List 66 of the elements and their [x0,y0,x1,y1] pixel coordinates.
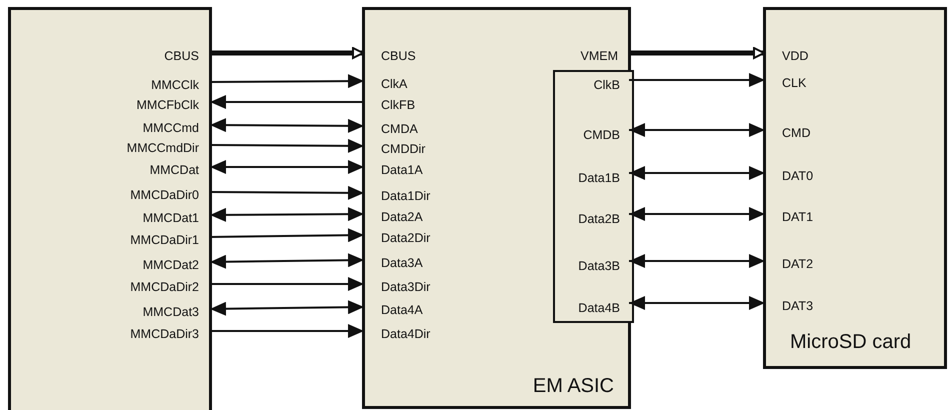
chip-block [362,7,631,409]
pin-label: DAT1 [768,208,858,226]
arrow [629,47,765,59]
pin-label: CBUS [367,47,487,65]
pin-label: MMCDat1 [19,209,213,227]
block-title: MicroSD card [790,331,912,354]
chip-block [763,7,947,369]
pin-label: MMCDaDir3 [19,325,213,343]
pin-label: DAT0 [768,167,858,185]
chip-block [8,7,212,410]
arrow [210,138,364,153]
arrow [210,253,364,269]
arrow [629,73,765,87]
arrow [210,324,364,338]
arrow [210,207,364,222]
arrow [629,207,765,221]
pin-label: Data1B [557,169,634,187]
pin-label: MMCClk [19,76,213,94]
arrow [210,228,364,242]
pin-label: MMCCmd [19,119,213,137]
pin-label: MMCDaDir0 [19,186,213,204]
pin-label: Data3A [367,254,487,272]
arrow [210,74,364,88]
arrow [210,95,364,109]
arrow [210,300,364,316]
pin-label: CBUS [19,47,213,65]
pin-label: MMCDat [19,161,213,179]
pin-label: MMCDaDir2 [19,278,213,296]
pin-label: VMEM [503,47,632,65]
pin-label: MMCDat3 [19,303,213,321]
pin-label: Data1Dir [367,187,487,205]
pin-label: ClkA [367,75,487,93]
pin-label: Data1A [367,161,487,179]
pin-label: ClkFB [367,96,487,114]
arrow [629,296,765,310]
pin-label: DAT2 [768,255,858,273]
pin-label: MMCFbClk [19,96,213,114]
block-title: EM ASIC [532,375,614,398]
pin-label: VDD [768,47,858,65]
pin-label: MMCDat2 [19,256,213,274]
pin-label: Data2A [367,208,487,226]
arrow [629,123,765,137]
pin-label: DAT3 [768,297,858,315]
pin-label: Data3Dir [367,278,487,296]
pin-label: MMCDaDir1 [19,231,213,249]
arrow [210,118,364,133]
pin-label: ClkB [557,76,634,94]
pin-label: Data4B [557,299,634,317]
arrow [210,186,364,200]
arrow [210,160,364,174]
pin-label: Data2B [557,210,634,228]
arrow [210,47,364,59]
pin-label: MMCCmdDir [19,139,213,157]
pin-label: Data4A [367,301,487,319]
pin-label: CMD [768,124,858,142]
pin-label: CMDA [367,120,487,138]
arrow [629,254,765,268]
pin-label: Data3B [557,257,634,275]
arrow [210,277,364,291]
pin-label: Data2Dir [367,229,487,247]
pin-label: Data4Dir [367,325,487,343]
pin-label: CLK [768,74,858,92]
port-group-box [553,70,634,323]
arrow [629,166,765,180]
pin-label: CMDDir [367,140,487,158]
pin-label: CMDB [557,126,634,144]
